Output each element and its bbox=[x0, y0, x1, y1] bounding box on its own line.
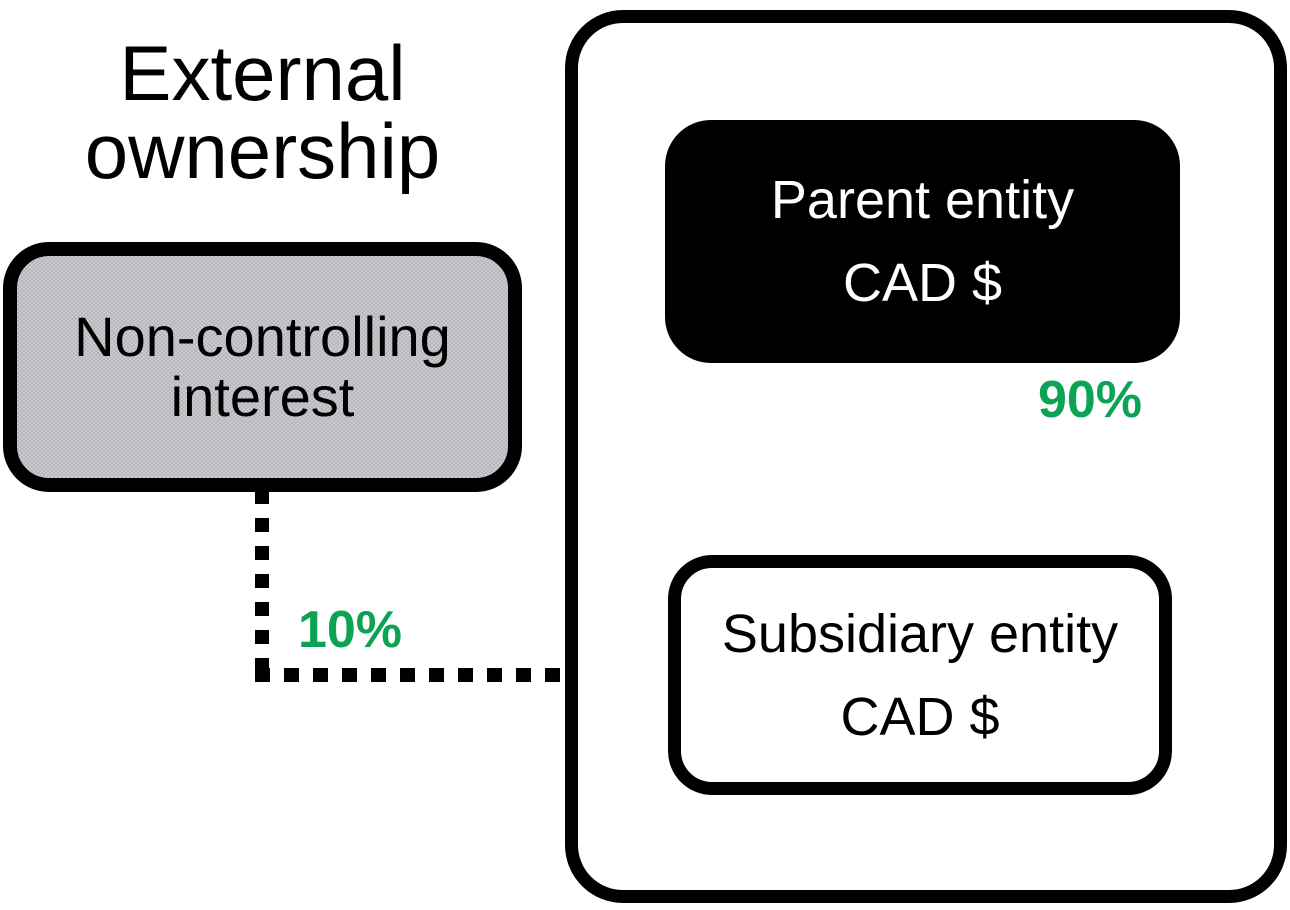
subsidiary-entity-label: Subsidiary entity bbox=[721, 603, 1119, 664]
parent-entity-currency: CAD $ bbox=[842, 253, 1003, 313]
nci-label-line1: Non-controlling bbox=[74, 305, 451, 369]
diagram-title: External ownership bbox=[25, 34, 500, 190]
diagram-title-line1: External bbox=[119, 29, 406, 117]
nci-ownership-percentage-label: 10% bbox=[297, 601, 403, 659]
non-controlling-interest-node: Non-controlling interest bbox=[3, 242, 522, 492]
diagram-title-line2: ownership bbox=[84, 107, 441, 195]
nci-label-line2: interest bbox=[170, 365, 355, 428]
parent-ownership-percentage-label: 90% bbox=[1037, 371, 1143, 429]
parent-entity-label: Parent entity bbox=[770, 170, 1075, 230]
subsidiary-entity-node: Subsidiary entity CAD $ bbox=[668, 555, 1172, 795]
parent-entity-node: Parent entity CAD $ bbox=[665, 120, 1180, 363]
subsidiary-entity-currency: CAD $ bbox=[840, 686, 1000, 747]
nci-subsidiary-dotted-connector-vertical bbox=[255, 490, 269, 682]
